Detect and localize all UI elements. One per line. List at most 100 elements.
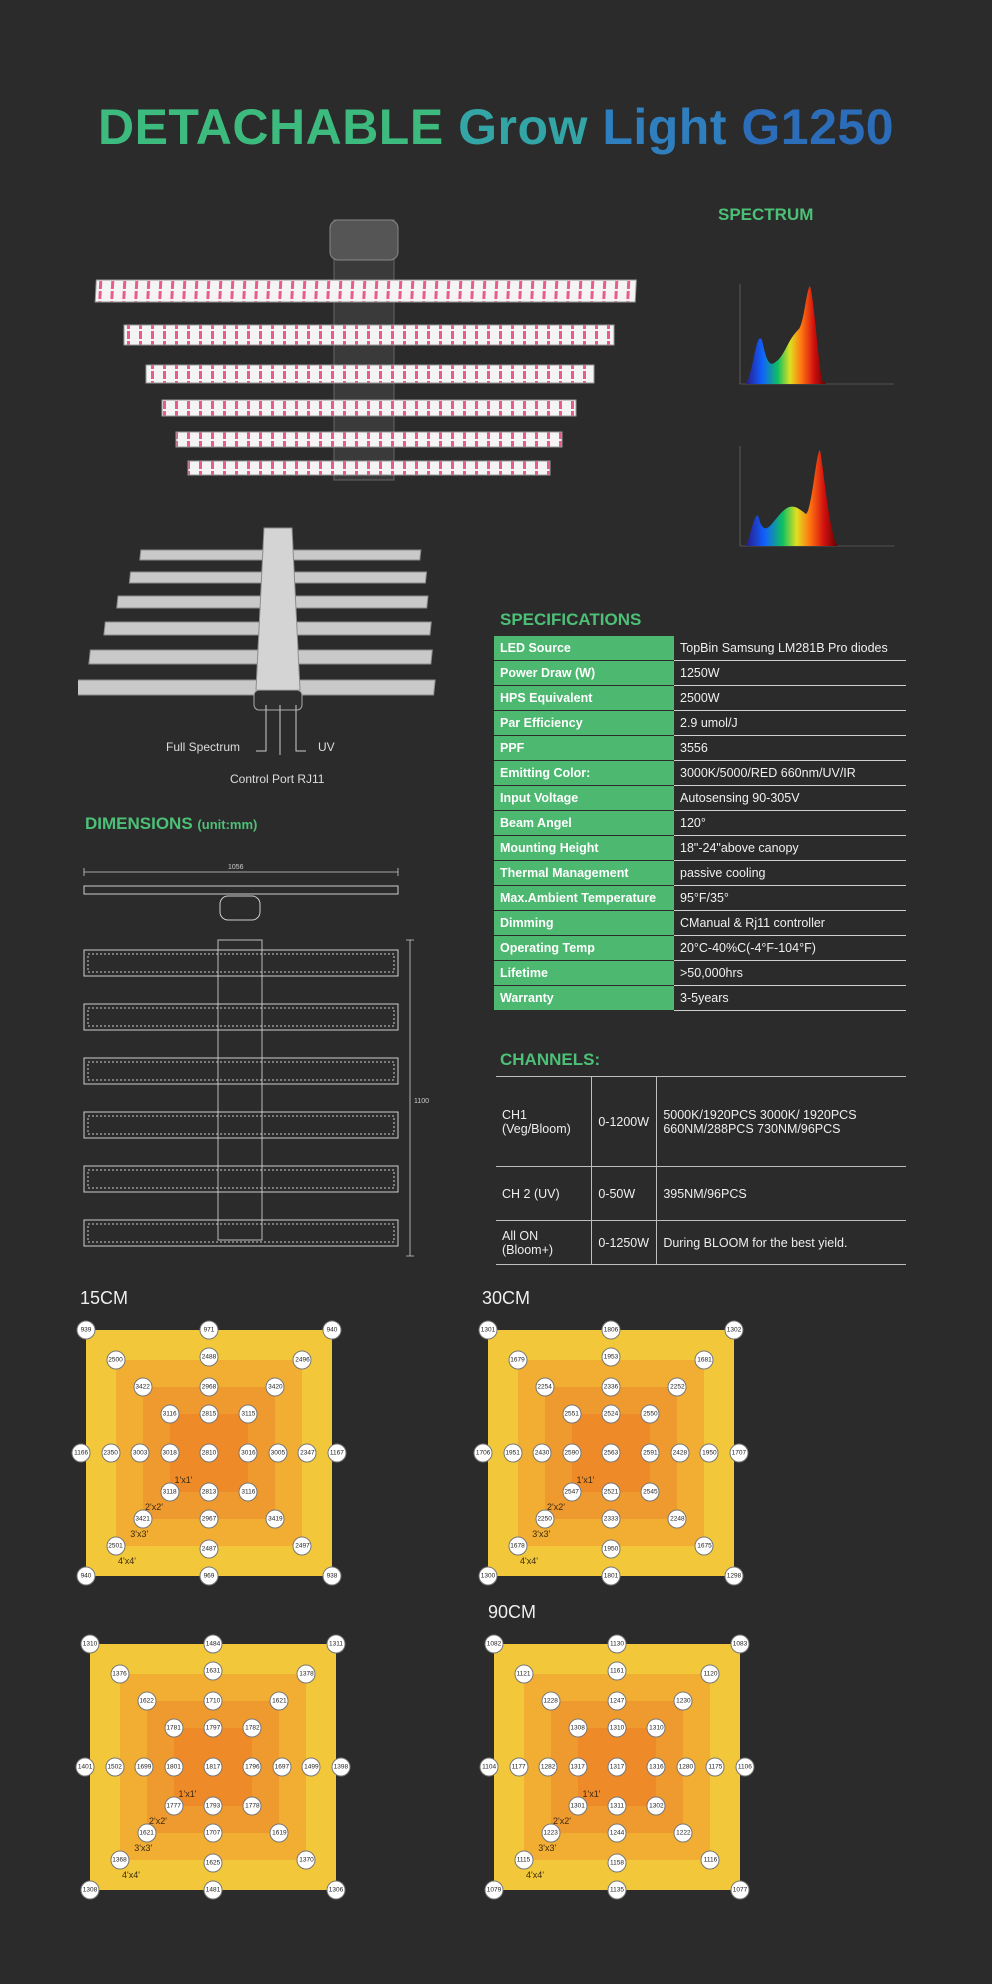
ppfd-value: 3420 [265, 1377, 285, 1397]
ppfd-value: 938 [322, 1566, 342, 1586]
dimension-drawing [83, 868, 414, 1257]
channel-detail: During BLOOM for the best yield. [656, 1220, 906, 1265]
ppfd-value: 3005 [268, 1443, 288, 1463]
ppfd-square-label: 4'x4' [117, 1556, 136, 1567]
channel-power: 0-1200W [591, 1076, 658, 1167]
ppfd-value: 2252 [667, 1377, 687, 1397]
spec-value: 2500W [674, 685, 906, 711]
ppfd-value: 2545 [640, 1482, 660, 1502]
spectrum-chart-1 [726, 270, 896, 390]
ppfd-value: 1177 [509, 1757, 529, 1777]
channel-detail: 5000K/1920PCS 3000K/ 1920PCS 660NM/288PC… [656, 1076, 906, 1167]
spec-value: 120° [674, 810, 906, 836]
ppfd-value: 1083 [730, 1634, 750, 1654]
ppfd-value: 2488 [199, 1347, 219, 1367]
ppfd-value: 1079 [484, 1880, 504, 1900]
spec-key: Power Draw (W) [494, 660, 674, 686]
ppfd-value: 1499 [301, 1757, 321, 1777]
ppfd-value: 1311 [326, 1634, 346, 1654]
ppfd-value: 1681 [694, 1350, 714, 1370]
ppfd-value: 2333 [601, 1509, 621, 1529]
ppfd-value: 3116 [160, 1404, 180, 1424]
ppfd-value: 1699 [134, 1757, 154, 1777]
ppfd-value: 2496 [292, 1350, 312, 1370]
spec-value: 3-5years [674, 985, 906, 1011]
spec-key: Lifetime [494, 960, 674, 986]
dimension-width-label: 1056 [228, 864, 244, 871]
ppfd-value: 1135 [607, 1880, 627, 1900]
ppfd-value: 1675 [694, 1536, 714, 1556]
title-word: Light [602, 99, 727, 155]
ppfd-value: 1300 [478, 1566, 498, 1586]
ppfd-value: 1167 [327, 1443, 347, 1463]
ppfd-value: 2248 [667, 1509, 687, 1529]
ppfd-square-label: 3'x3' [130, 1529, 149, 1540]
ppfd-square-label: 2'x2' [145, 1502, 163, 1513]
ppfd-value: 1678 [508, 1536, 528, 1556]
spec-key: Input Voltage [494, 785, 674, 811]
spec-key: PPF [494, 735, 674, 761]
ppfd-square-label: 3'x3' [134, 1843, 153, 1854]
ppfd-value: 1175 [705, 1757, 725, 1777]
ppfd-value: 1115 [514, 1850, 534, 1870]
ppfd-value: 1502 [105, 1757, 125, 1777]
ppfd-value: 1710 [203, 1691, 223, 1711]
ppfd-square-label: 3'x3' [532, 1529, 551, 1540]
ppfd-value: 1707 [203, 1823, 223, 1843]
ppfd-value: 1619 [269, 1823, 289, 1843]
ppfd-value: 1706 [473, 1443, 493, 1463]
callout-full-spectrum: Full Spectrum [166, 740, 241, 754]
dimensions-heading: DIMENSIONS (unit:mm) [85, 814, 257, 834]
spec-key: Dimming [494, 910, 674, 936]
spec-value: 2.9 umol/J [674, 710, 906, 736]
ppfd-value: 2550 [640, 1404, 660, 1424]
ppfd-value: 1370 [296, 1850, 316, 1870]
ppfd-value: 2428 [670, 1443, 690, 1463]
ppfd-value: 2254 [535, 1377, 555, 1397]
ppfd-value: 1797 [203, 1718, 223, 1738]
ppfd-value: 1282 [538, 1757, 558, 1777]
ppfd-value: 2563 [601, 1443, 621, 1463]
ppfd-value: 1622 [137, 1691, 157, 1711]
ppfd-value: 1806 [601, 1320, 621, 1340]
ppfd-value: 1481 [203, 1880, 223, 1900]
ppfd-square-label: 1'x1' [582, 1789, 601, 1800]
ppfd-value: 1104 [479, 1757, 499, 1777]
ppfd-value: 1082 [484, 1634, 504, 1654]
ppfd-value: 1310 [607, 1718, 627, 1738]
ppfd-value: 3116 [238, 1482, 258, 1502]
product-front-image [94, 219, 637, 481]
ppfd-value: 940 [76, 1566, 96, 1586]
ppfd-square-label: 4'x4' [525, 1870, 544, 1881]
ppfd-value: 1298 [724, 1566, 744, 1586]
ppfd-map-label: 30CM [482, 1288, 531, 1308]
ppfd-value: 3422 [133, 1377, 153, 1397]
ppfd-value: 1817 [203, 1757, 223, 1777]
ppfd-value: 939 [76, 1320, 96, 1340]
ppfd-value: 1951 [503, 1443, 523, 1463]
ppfd-value: 1302 [724, 1320, 744, 1340]
ppfd-value: 1120 [700, 1664, 720, 1684]
ppfd-value: 1317 [607, 1757, 627, 1777]
ppfd-value: 2810 [199, 1443, 219, 1463]
channel-power: 0-50W [591, 1166, 658, 1221]
ppfd-value: 2524 [601, 1404, 621, 1424]
spec-value: 18"-24"above canopy [674, 835, 906, 861]
ppfd-value: 1679 [508, 1350, 528, 1370]
spec-key: LED Source [494, 636, 674, 661]
dimensions-unit: (unit:mm) [197, 817, 258, 832]
ppfd-value: 1801 [601, 1566, 621, 1586]
ppfd-value: 1625 [203, 1853, 223, 1873]
ppfd-value: 971 [199, 1320, 219, 1340]
ppfd-value: 1130 [607, 1634, 627, 1654]
ppfd-value: 1317 [568, 1757, 588, 1777]
spec-key: Emitting Color: [494, 760, 674, 786]
